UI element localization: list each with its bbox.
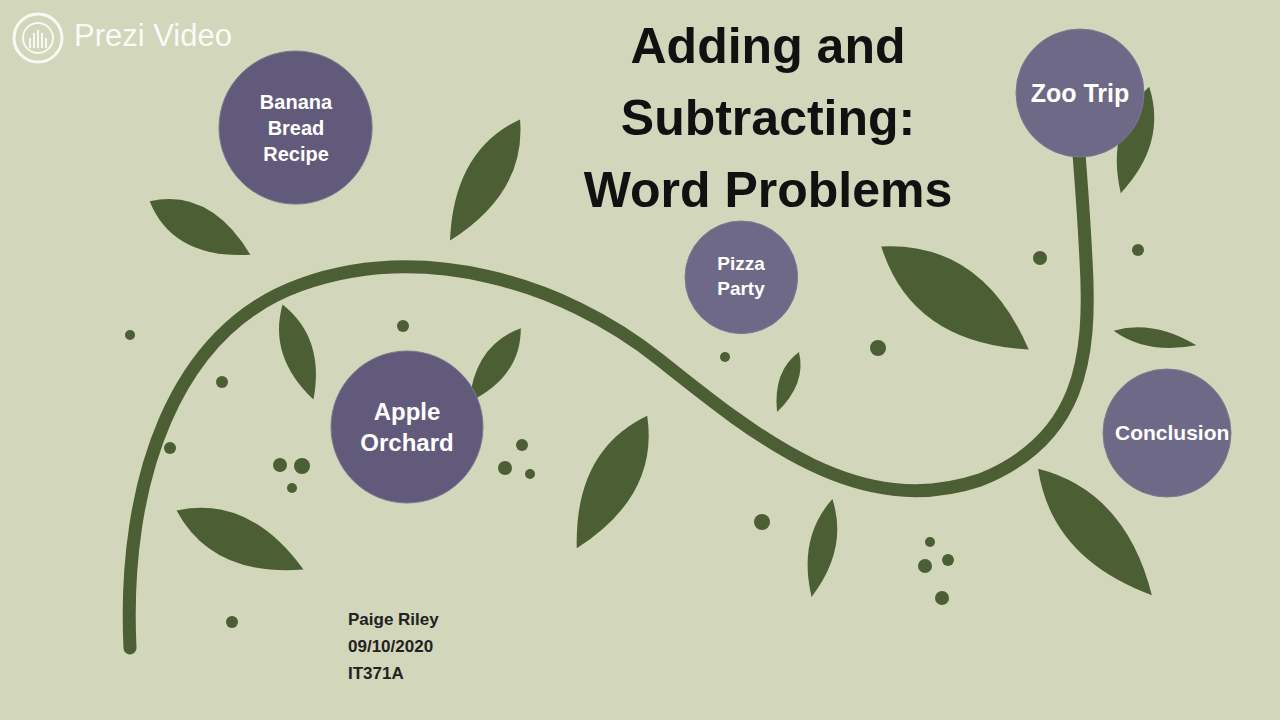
circle-fill bbox=[331, 351, 483, 503]
topic-label: Apple Orchard bbox=[346, 396, 469, 458]
course-code: IT371A bbox=[348, 664, 404, 684]
prezi-logo bbox=[14, 14, 62, 62]
circle-fill bbox=[685, 221, 798, 334]
date-label: 09/10/2020 bbox=[348, 637, 433, 657]
topic-label: Conclusion bbox=[1115, 419, 1219, 446]
topic-label: Pizza Party bbox=[696, 252, 786, 301]
topic-label: Banana Bread Recipe bbox=[236, 89, 356, 167]
circle-shape bbox=[684, 220, 799, 335]
circle-fill bbox=[1103, 369, 1231, 497]
topic-circle: Apple Orchard bbox=[330, 350, 484, 504]
topic-circle: Conclusion bbox=[1102, 368, 1232, 498]
topic-circle: Banana Bread Recipe bbox=[218, 50, 373, 205]
circle-shape bbox=[330, 350, 484, 504]
circle-fill bbox=[219, 51, 372, 204]
topic-label: Zoo Trip bbox=[1028, 77, 1132, 110]
author-name: Paige Riley bbox=[348, 610, 439, 630]
circle-fill bbox=[1016, 29, 1144, 157]
watermark: Prezi Video bbox=[74, 18, 232, 54]
topic-circle: Pizza Party bbox=[684, 220, 799, 335]
slide-title: Adding and Subtracting: Word Problems bbox=[568, 10, 968, 226]
topic-circle: Zoo Trip bbox=[1015, 28, 1145, 158]
